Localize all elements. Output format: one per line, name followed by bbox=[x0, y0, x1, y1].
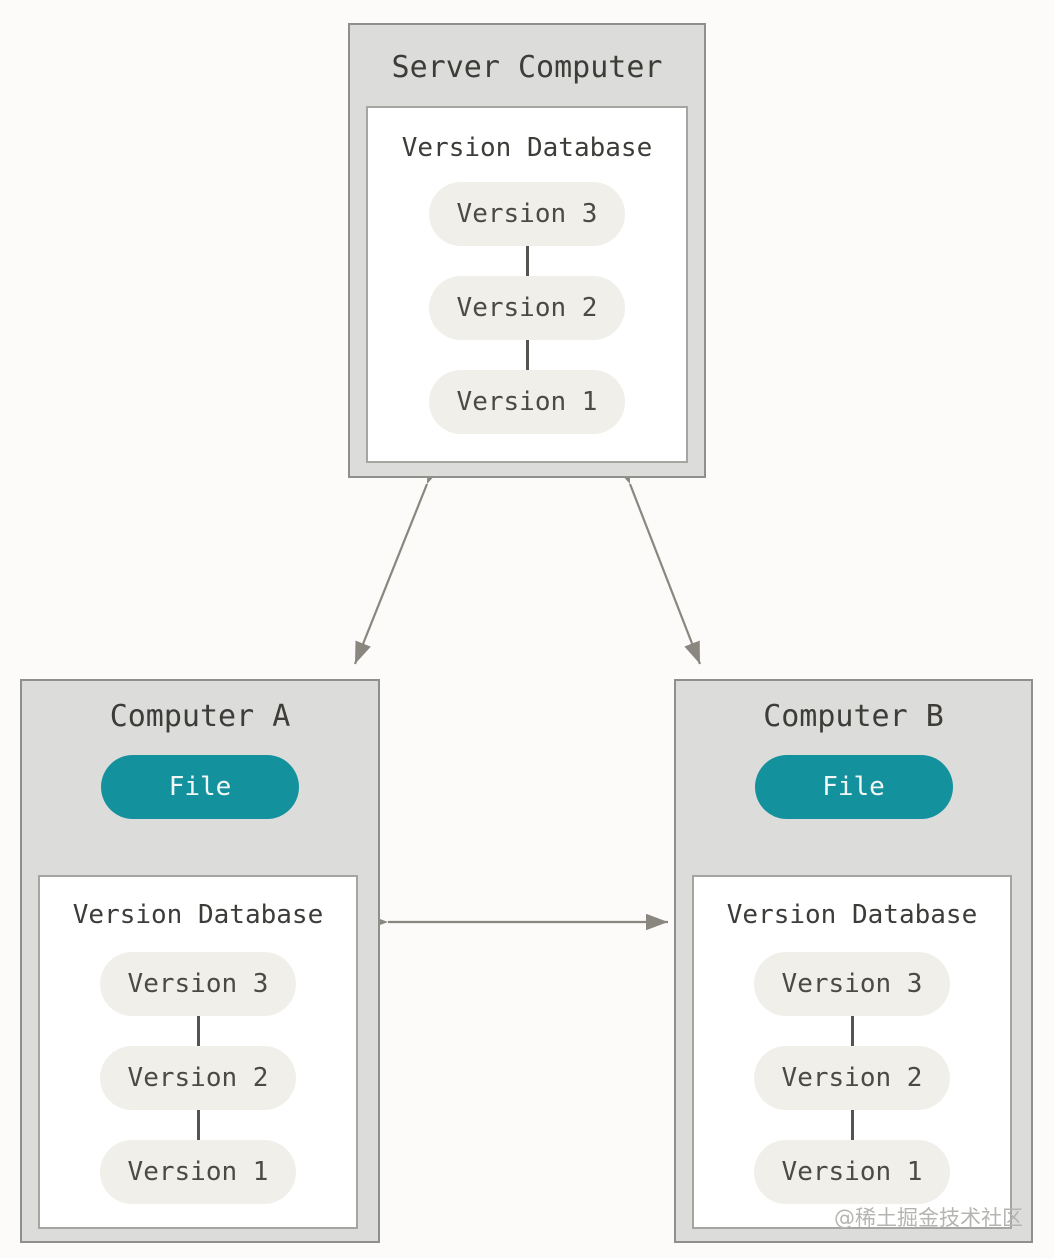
arrow-server-computer-b bbox=[614, 460, 702, 665]
version-connector-line bbox=[196, 1016, 200, 1046]
server-computer-title: Server Computer bbox=[391, 50, 663, 85]
version-connector-line bbox=[196, 1110, 200, 1140]
computer-b-version-database-box: Version Database Version 3 Version 2 Ver… bbox=[692, 875, 1012, 1229]
server-version-database-box: Version Database Version 3 Version 2 Ver… bbox=[366, 106, 688, 463]
computer-a-version-stack: Version 3 Version 2 Version 1 bbox=[40, 952, 356, 1204]
server-version-stack: Version 3 Version 2 Version 1 bbox=[368, 182, 686, 434]
computer-b-version-stack: Version 3 Version 2 Version 1 bbox=[694, 952, 1010, 1204]
computer-b-version-database-title: Version Database bbox=[726, 900, 978, 930]
computer-a-box: Computer A File Version Database Version… bbox=[20, 679, 380, 1243]
computer-a-title: Computer A bbox=[109, 699, 291, 734]
computer-a-version-2-pill: Version 2 bbox=[100, 1046, 296, 1110]
version-connector-line bbox=[525, 246, 529, 276]
server-version-1-pill: Version 1 bbox=[429, 370, 625, 434]
computer-b-file-pill: File bbox=[754, 755, 953, 819]
computer-b-version-2-pill: Version 2 bbox=[754, 1046, 950, 1110]
server-version-2-pill: Version 2 bbox=[429, 276, 625, 340]
computer-a-file-pill: File bbox=[101, 755, 299, 819]
computer-a-version-3-pill: Version 3 bbox=[100, 952, 296, 1016]
version-connector-line bbox=[850, 1110, 854, 1140]
computer-a-version-database-box: Version Database Version 3 Version 2 Ver… bbox=[38, 875, 358, 1229]
computer-b-title: Computer B bbox=[763, 699, 944, 734]
server-version-3-pill: Version 3 bbox=[429, 182, 625, 246]
server-version-database-title: Version Database bbox=[401, 133, 653, 163]
computer-b-version-3-pill: Version 3 bbox=[754, 952, 950, 1016]
arrow-server-computer-a bbox=[353, 460, 443, 665]
version-connector-line bbox=[850, 1016, 854, 1046]
computer-a-version-database-title: Version Database bbox=[72, 900, 324, 930]
computer-b-version-1-pill: Version 1 bbox=[754, 1140, 950, 1204]
juejin-watermark: @稀土掘金技术社区 bbox=[834, 1206, 1023, 1230]
server-computer-box: Server Computer Version Database Version… bbox=[348, 23, 706, 478]
computer-a-version-1-pill: Version 1 bbox=[100, 1140, 296, 1204]
version-connector-line bbox=[525, 340, 529, 370]
computer-b-box: Computer B File Version Database Version… bbox=[674, 679, 1033, 1243]
